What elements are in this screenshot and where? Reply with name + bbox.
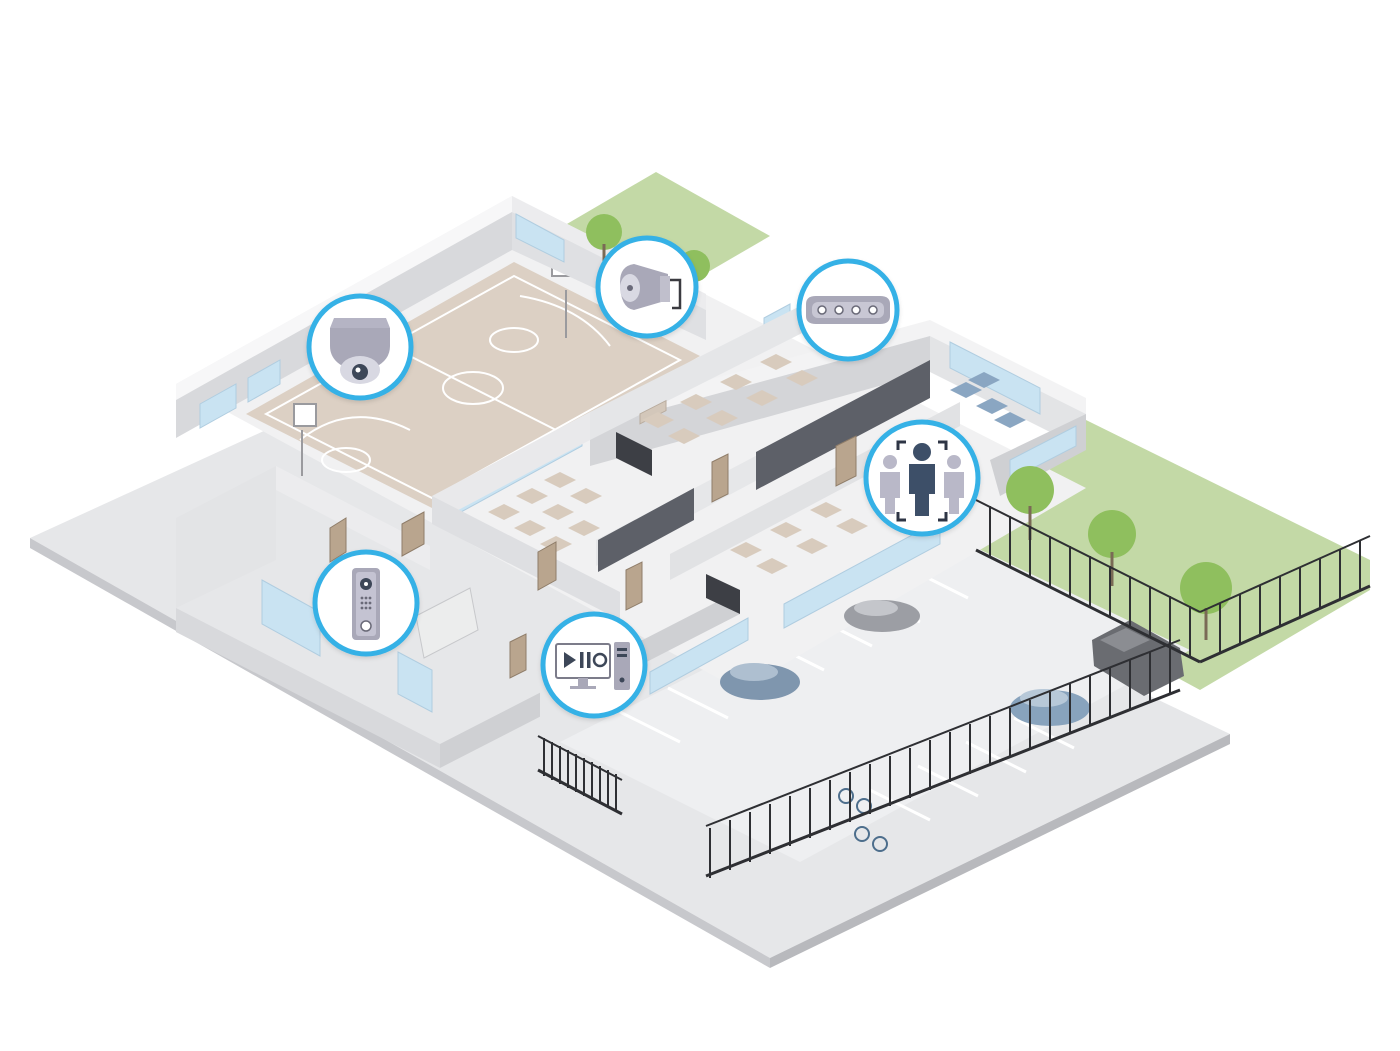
parking-lot bbox=[560, 540, 1190, 862]
intercom-icon bbox=[352, 568, 380, 640]
pickup-truck bbox=[1092, 620, 1184, 696]
horn-speaker-icon bbox=[620, 264, 682, 310]
court-lines bbox=[263, 274, 683, 500]
people-counting-icon bbox=[880, 440, 964, 522]
people-counting-hotspot[interactable] bbox=[863, 419, 981, 537]
cafeteria-tables bbox=[950, 372, 1026, 428]
video-workstation-icon bbox=[555, 642, 630, 690]
lawn-upper bbox=[560, 172, 770, 300]
horn-speaker-hotspot[interactable] bbox=[595, 235, 699, 339]
door-station-hotspot[interactable] bbox=[312, 549, 420, 657]
fence-far-right-bars bbox=[1219, 540, 1361, 653]
wall-screens bbox=[616, 432, 740, 614]
doors bbox=[329, 435, 857, 679]
car-blue bbox=[720, 663, 800, 700]
reception-desk bbox=[415, 587, 479, 659]
lockers bbox=[598, 360, 930, 572]
video-management-hotspot[interactable] bbox=[540, 611, 648, 719]
ptz-dome-camera-hotspot[interactable] bbox=[306, 293, 414, 401]
ir-illuminator-hotspot[interactable] bbox=[796, 258, 900, 362]
dome-camera-icon bbox=[330, 318, 390, 384]
tree bbox=[1180, 562, 1232, 640]
ir-illuminator-icon bbox=[806, 296, 890, 324]
fences bbox=[537, 499, 1371, 878]
fence-right-bars bbox=[989, 506, 1191, 656]
ground-slab-edge-right bbox=[770, 734, 1230, 968]
wall-wing-back bbox=[590, 320, 1086, 428]
fence-left-bars bbox=[543, 738, 617, 812]
car-grey bbox=[844, 600, 920, 632]
fence-front-bars bbox=[709, 644, 1171, 878]
